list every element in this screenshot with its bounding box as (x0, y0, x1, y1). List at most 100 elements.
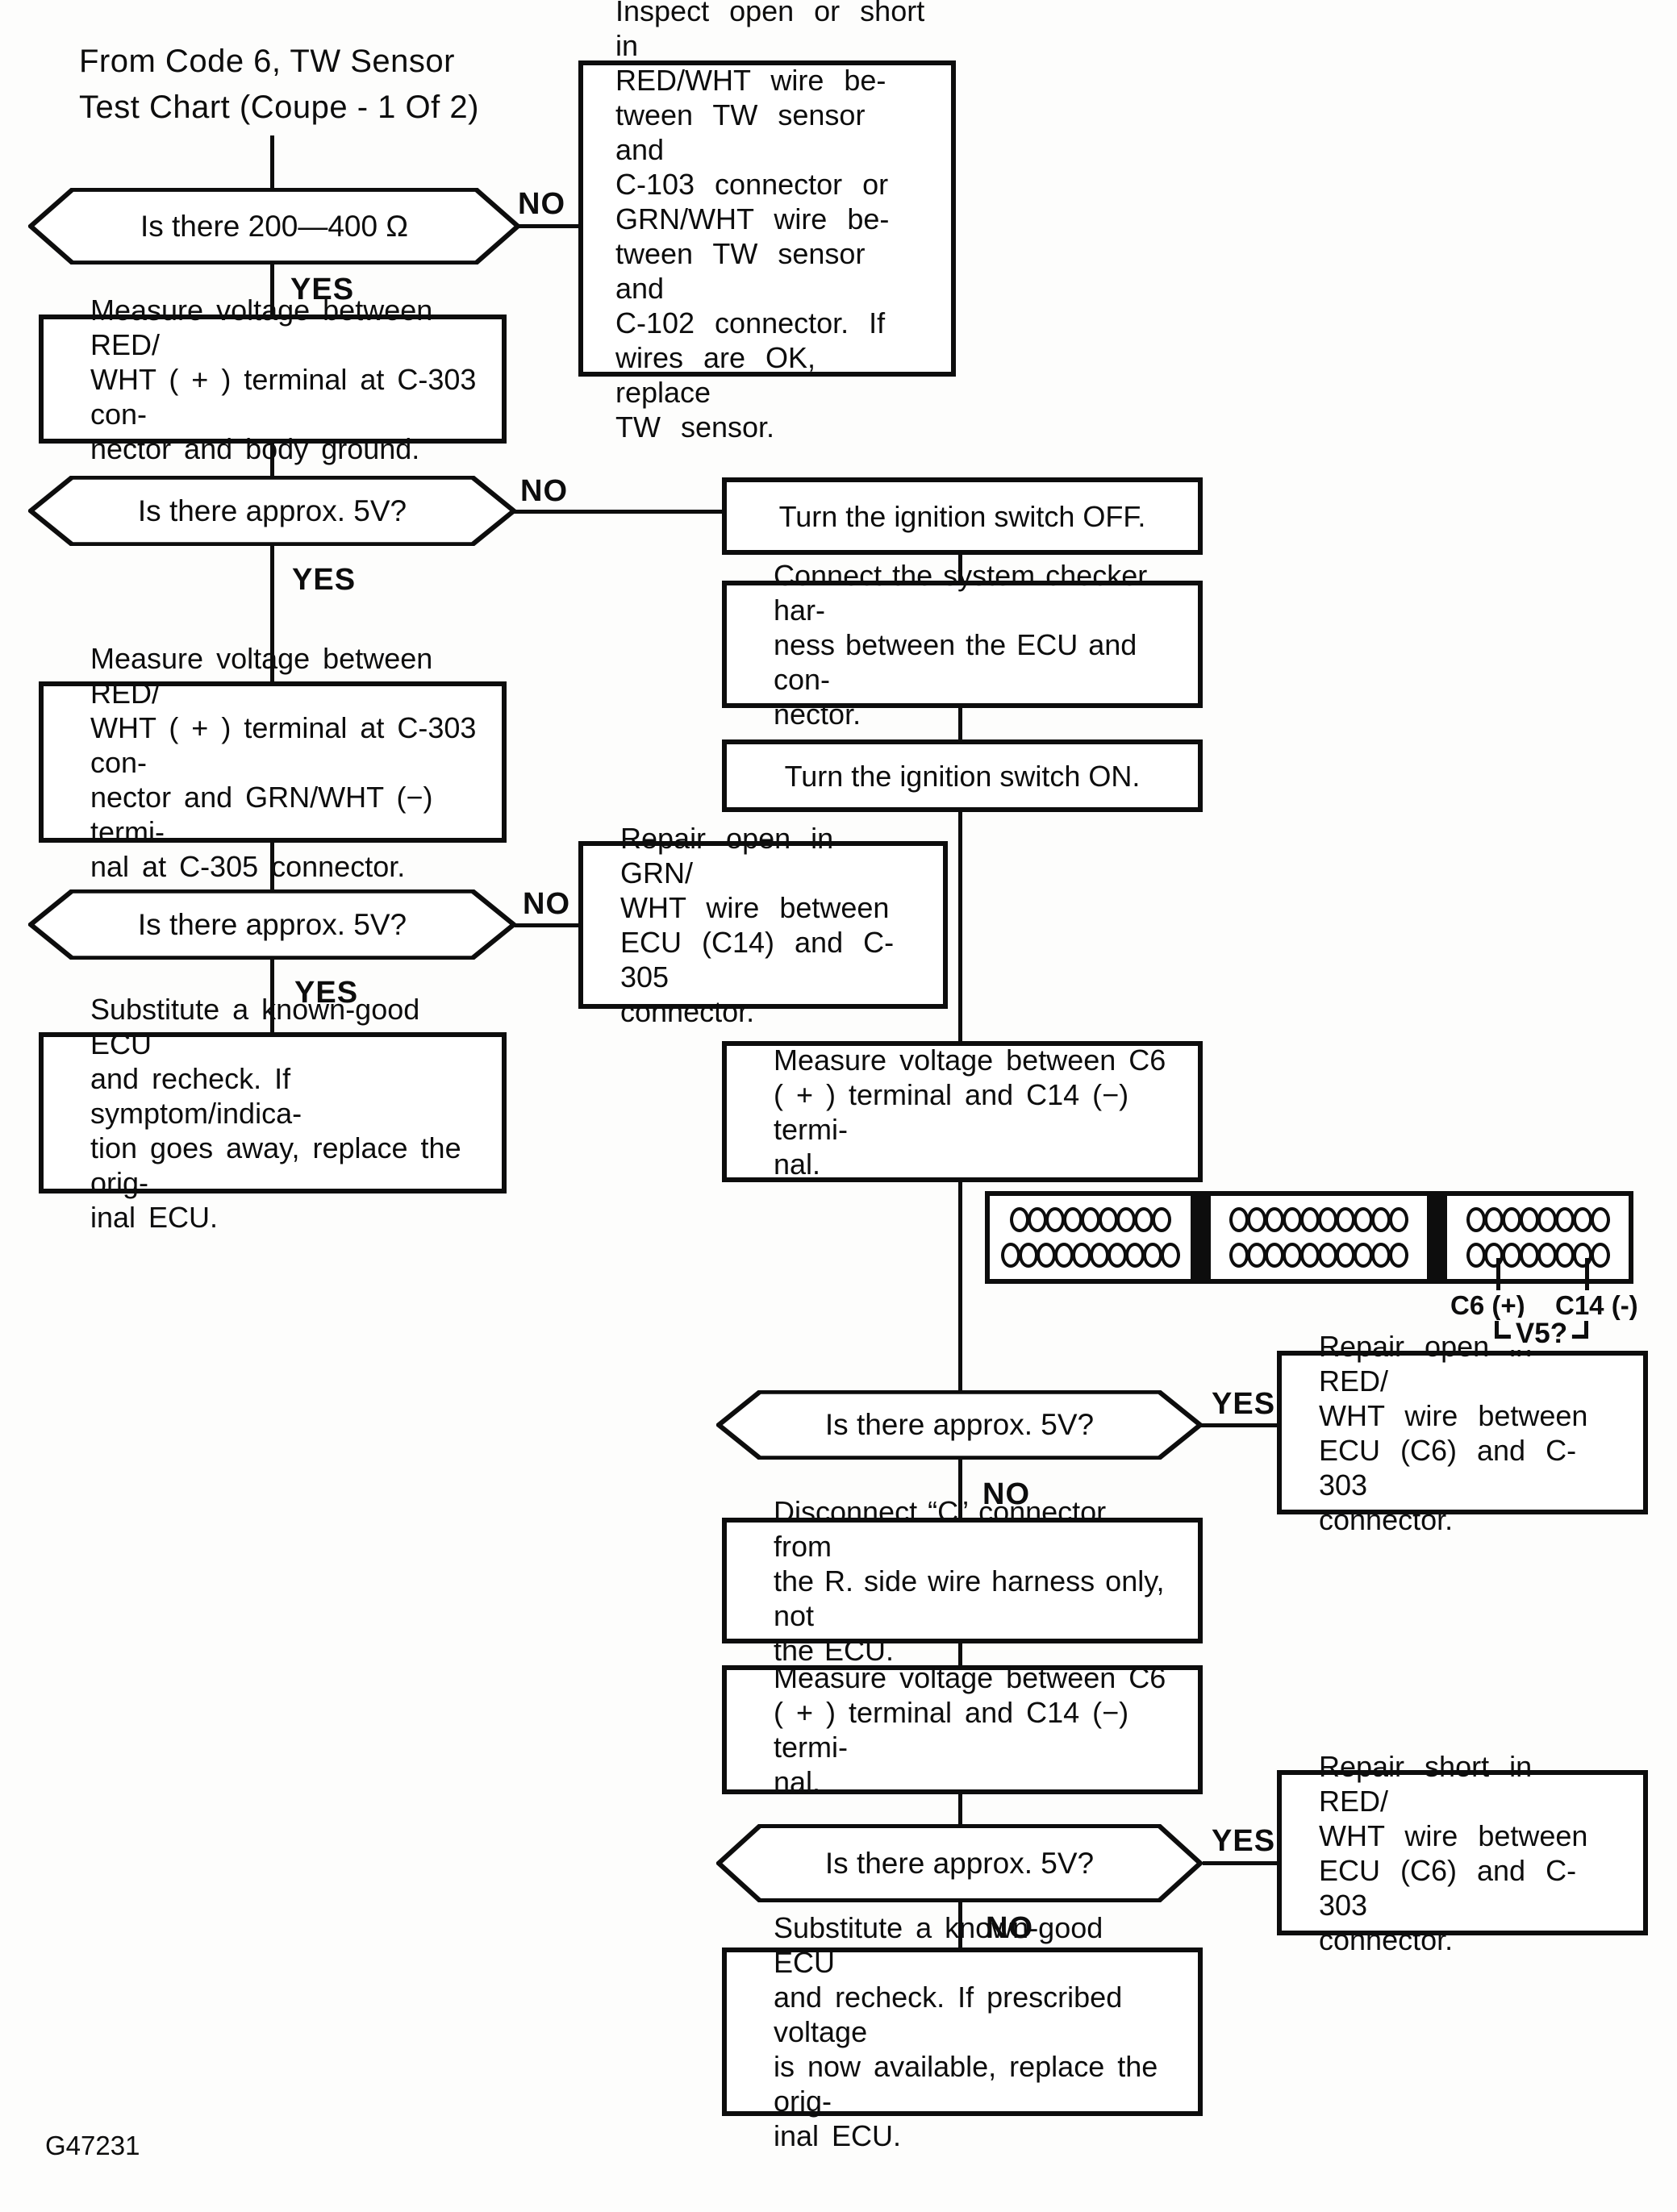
c14-pin-label: C14 (-) (1555, 1290, 1638, 1320)
action-repair-open-redwht: Repair open in RED/ WHT wire between ECU… (1277, 1330, 1648, 1536)
connector-pin (1247, 1243, 1266, 1268)
flow-line-vertical (270, 958, 274, 1035)
connector-pin (1053, 1243, 1074, 1268)
flow-line-vertical (958, 1457, 962, 1522)
action-measure-c303-c305-text: Measure voltage between RED/ WHT ( + ) t… (90, 641, 477, 883)
connector-pin-row (1009, 1206, 1171, 1232)
action-repair-short-redwht: Repair short in RED/ WHT wire between EC… (1277, 1750, 1648, 1956)
flow-line-vertical (958, 706, 962, 742)
connector-pin (1554, 1243, 1575, 1268)
connector-pin (1371, 1206, 1391, 1232)
v5-label: V5? (1510, 1318, 1573, 1350)
flow-line-vertical (958, 1793, 962, 1825)
connector-pin (1098, 1206, 1118, 1232)
decision-5v-1-text: Is there approx. 5V? (137, 494, 407, 527)
no-label: NO (982, 1477, 1030, 1511)
connector-pin (1371, 1243, 1391, 1268)
connector-pin-row (1000, 1243, 1180, 1268)
connector-pin (1142, 1243, 1162, 1268)
connector-pin (1000, 1243, 1020, 1268)
connector-pin (1554, 1206, 1575, 1232)
action-repair-open-grnwht: Repair open in GRN/ WHT wire between ECU… (578, 822, 948, 1028)
connector-pin (1009, 1206, 1029, 1232)
action-repair-short-redwht-text: Repair short in RED/ WHT wire between EC… (1319, 1749, 1588, 1956)
chart-title: From Code 6, TW Sensor Test Chart (Coupe… (79, 44, 479, 125)
action-substitute-ecu-voltage: Substitute a known-good ECU and recheck.… (722, 1911, 1203, 2152)
connector-pin (1107, 1243, 1127, 1268)
v5-measurement-bracket: V5? (1495, 1318, 1588, 1350)
connector-pin-row (1466, 1243, 1610, 1268)
connector-pin (1265, 1206, 1284, 1232)
action-ignition-on-text: Turn the ignition switch ON. (784, 759, 1141, 793)
hexagon-shape (28, 476, 516, 546)
connector-pin (1354, 1206, 1373, 1232)
action-measure-c6-c14-2-text: Measure voltage between C6 ( + ) termina… (774, 1661, 1166, 1798)
action-measure-c303-c305: Measure voltage between RED/ WHT ( + ) t… (39, 642, 507, 883)
connector-pin (1229, 1206, 1249, 1232)
flow-line-horizontal (515, 923, 581, 927)
connector-pin (1151, 1206, 1171, 1232)
connector-pin (1300, 1206, 1320, 1232)
flow-line-horizontal (1203, 1861, 1279, 1865)
decision-5v-4-text: Is there approx. 5V? (824, 1846, 1095, 1880)
yes-label: YES (294, 976, 359, 1010)
connector-pin (1247, 1206, 1266, 1232)
no-label: NO (523, 887, 570, 921)
connector-pin (1537, 1206, 1557, 1232)
connector-pin-row (1229, 1206, 1408, 1232)
connector-pin (1590, 1206, 1610, 1232)
action-disconnect-c-connector: Disconnect “C” connector from the R. sid… (722, 1495, 1203, 1667)
connector-pin (1027, 1206, 1047, 1232)
flow-line-vertical (958, 553, 962, 583)
hexagon-shape (28, 889, 516, 960)
flow-line-horizontal (1201, 1423, 1279, 1427)
connector-pin (1018, 1243, 1038, 1268)
no-label: NO (518, 187, 565, 221)
connector-pin (1336, 1243, 1355, 1268)
action-measure-c6-c14-1: Measure voltage between C6 ( + ) termina… (722, 1041, 1203, 1182)
connector-pin (1071, 1243, 1091, 1268)
connector-pin (1389, 1206, 1408, 1232)
action-disconnect-c-connector-text: Disconnect “C” connector from the R. sid… (774, 1494, 1165, 1667)
flow-line-vertical (270, 263, 274, 318)
flow-line-horizontal (513, 510, 724, 514)
connector-pin (1062, 1206, 1083, 1232)
decision-resistance-text: Is there 200—400 Ω (140, 209, 409, 243)
decision-5v-1: Is there approx. 5V? (28, 476, 516, 546)
yes-label: YES (292, 563, 357, 597)
connector-pin-row (1466, 1206, 1610, 1232)
connector-pin (1537, 1243, 1557, 1268)
connector-pin (1089, 1243, 1109, 1268)
connector-pin (1133, 1206, 1153, 1232)
connector-pin (1318, 1206, 1337, 1232)
decision-5v-2-text: Is there approx. 5V? (137, 907, 407, 941)
hexagon-shape (28, 188, 520, 265)
c14-pin-leader-line (1585, 1258, 1589, 1290)
action-measure-c6-c14-1-text: Measure voltage between C6 ( + ) termina… (774, 1043, 1166, 1181)
connector-pin (1283, 1206, 1302, 1232)
connector-pin (1483, 1206, 1504, 1232)
connector-pin (1336, 1206, 1355, 1232)
connector-pin (1318, 1243, 1337, 1268)
action-substitute-ecu-voltage-text: Substitute a known-good ECU and recheck.… (774, 1911, 1158, 2152)
flow-line-vertical (270, 841, 274, 894)
decision-5v-2: Is there approx. 5V? (28, 889, 516, 960)
action-measure-c303-ground: Measure voltage between RED/ WHT ( + ) t… (39, 294, 507, 465)
flow-line-horizontal (516, 224, 581, 228)
connector-pin (1519, 1206, 1539, 1232)
flow-line-vertical (270, 442, 274, 481)
action-ignition-off: Turn the ignition switch OFF. (722, 477, 1203, 555)
connector-pin (1036, 1243, 1056, 1268)
action-connect-checker-harness: Connect the system checker har- ness bet… (722, 559, 1203, 731)
connector-pin (1501, 1206, 1521, 1232)
connector-pin (1519, 1243, 1539, 1268)
action-inspect-wires-text: Inspect open or short in RED/WHT wire be… (615, 0, 925, 444)
hexagon-shape (716, 1824, 1203, 1902)
flow-line-vertical (270, 544, 274, 684)
action-repair-open-redwht-text: Repair open in RED/ WHT wire between ECU… (1319, 1329, 1588, 1536)
connector-pin (1354, 1243, 1373, 1268)
connector-pin (1080, 1206, 1100, 1232)
no-label: NO (520, 474, 568, 508)
connector-pin (1229, 1243, 1249, 1268)
